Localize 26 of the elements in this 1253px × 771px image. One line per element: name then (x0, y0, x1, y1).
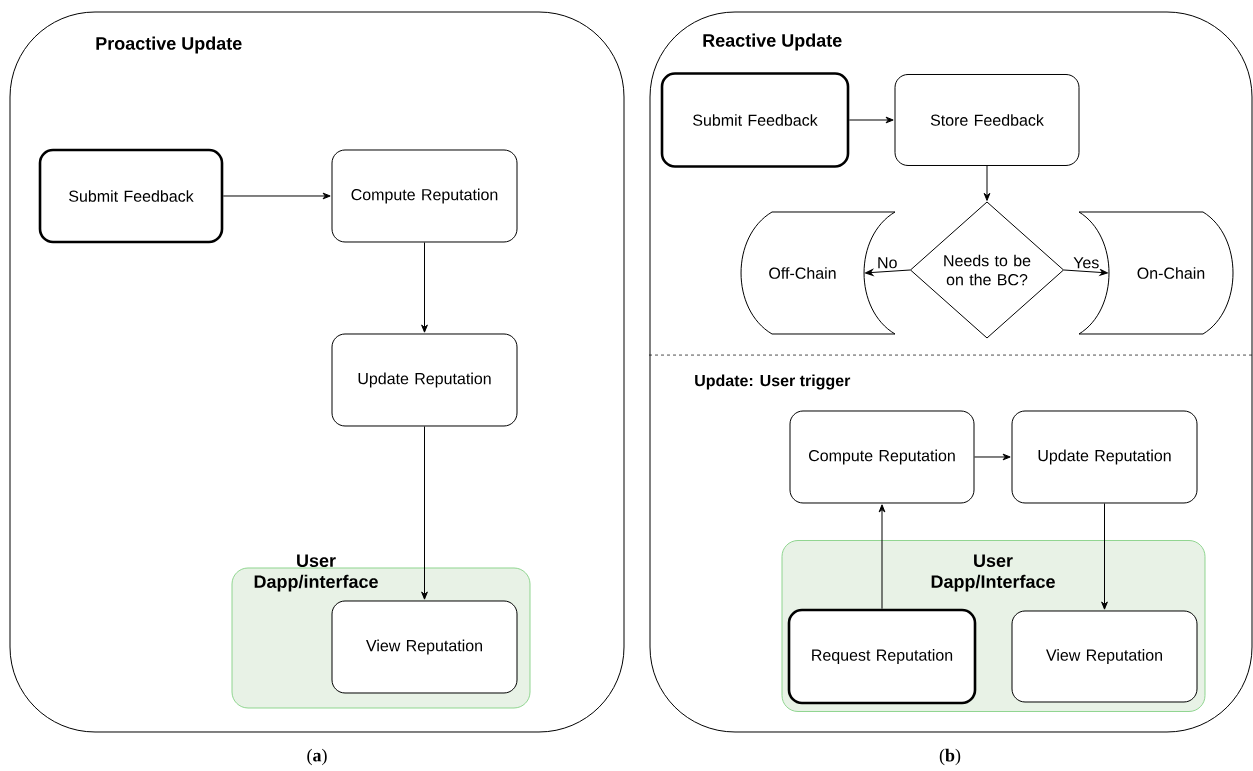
process-box: Update Reputation (331, 333, 518, 427)
arrow (421, 242, 428, 333)
arrow (222, 192, 331, 200)
arrow (878, 504, 886, 610)
node-label: User (297, 554, 336, 567)
arrow (865, 269, 911, 276)
caption: (a) (307, 748, 327, 766)
edge-label: Yes (1072, 256, 1101, 270)
arrow (983, 165, 991, 201)
process-box: Store Feedback (894, 74, 1080, 166)
arrow (974, 453, 1011, 461)
arrow (1063, 269, 1108, 276)
arrow (421, 426, 428, 600)
arrow (1101, 503, 1108, 610)
process-box: Compute Reputation (331, 149, 518, 243)
process-box: Submit Feedback (38, 148, 224, 244)
caption: (b) (939, 748, 961, 766)
process-box: Submit Feedback (660, 72, 850, 168)
process-box: Request Reputation (787, 608, 977, 705)
edge-label: No (876, 256, 899, 270)
arrow (848, 116, 894, 124)
process-box: Update Reputation (1011, 410, 1198, 504)
process-box: Compute Reputation (789, 410, 975, 504)
process-box: View Reputation (331, 600, 518, 694)
process-box: View Reputation (1011, 610, 1198, 703)
section-heading: Update: User trigger (695, 374, 851, 390)
